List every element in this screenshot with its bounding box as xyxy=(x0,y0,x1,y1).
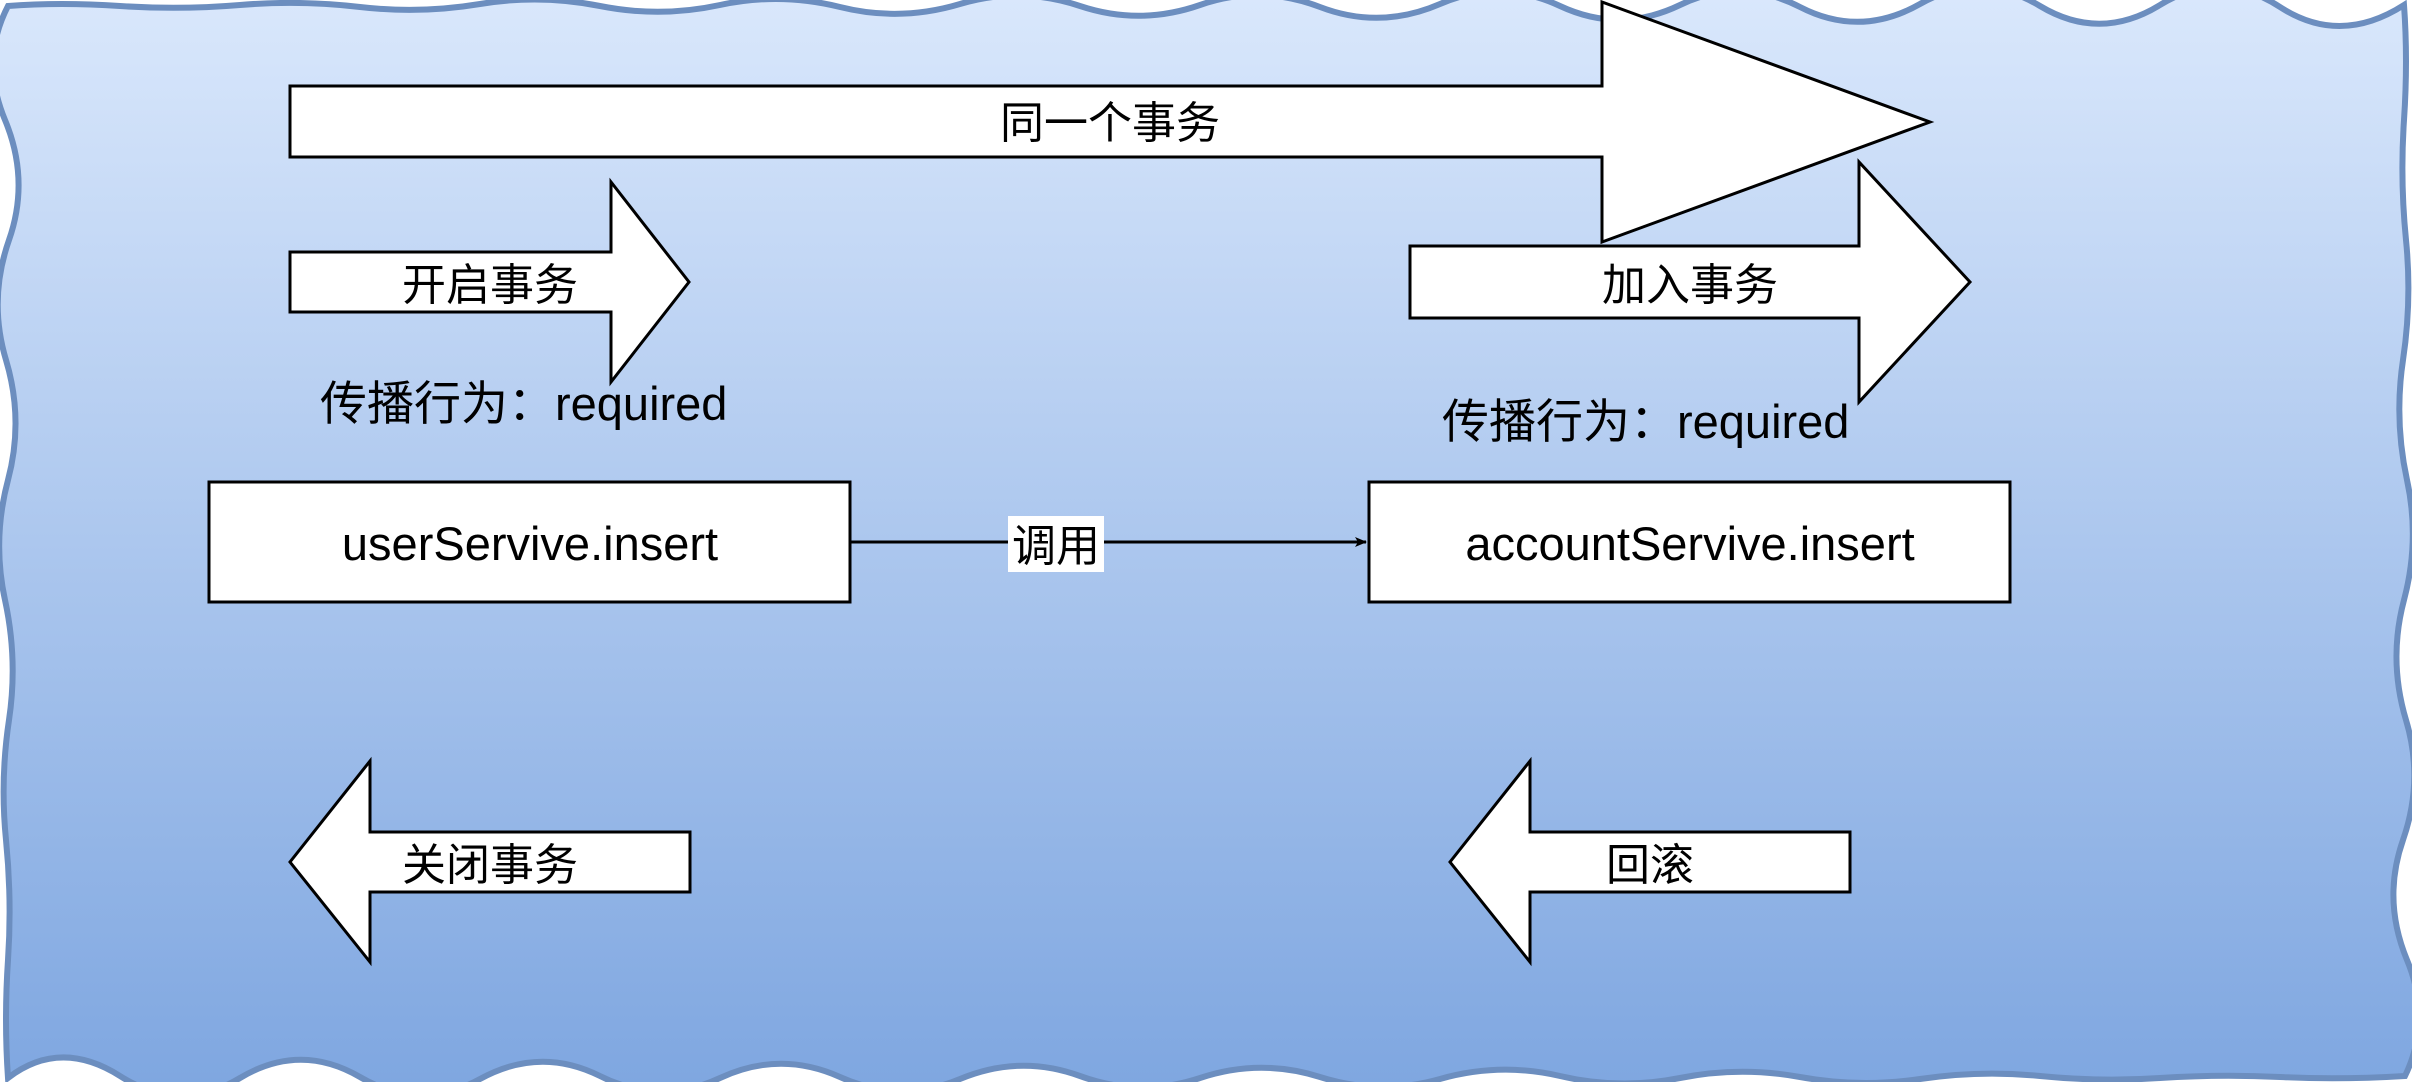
propagation-label-left: 传播行为：required xyxy=(320,377,727,430)
propagation-label-right: 传播行为：required xyxy=(1442,395,1849,448)
account-service-label: accountServive.insert xyxy=(1465,517,1914,570)
invoke-label-background xyxy=(1008,516,1104,572)
user-service-label: userServive.insert xyxy=(342,517,718,570)
invoke-connector: 调用 xyxy=(850,516,1367,572)
same-transaction-arrow: 同一个事务 xyxy=(288,0,1935,245)
same-transaction-label: 同一个事务 xyxy=(1000,98,1220,149)
invoke-label: 调用 xyxy=(1012,521,1100,572)
start-transaction-arrow: 开启事务 xyxy=(288,177,691,387)
close-transaction-label: 关闭事务 xyxy=(402,840,578,891)
rollback-label: 回滚 xyxy=(1606,840,1694,891)
user-service-box: userServive.insert xyxy=(207,480,852,604)
close-transaction-arrow: 关闭事务 xyxy=(288,756,692,967)
rollback-arrow: 回滚 xyxy=(1448,756,1852,967)
join-transaction-label: 加入事务 xyxy=(1602,260,1778,311)
account-service-box: accountServive.insert xyxy=(1367,480,2012,604)
join-transaction-arrow: 加入事务 xyxy=(1408,158,1973,406)
start-transaction-label: 开启事务 xyxy=(402,260,578,311)
